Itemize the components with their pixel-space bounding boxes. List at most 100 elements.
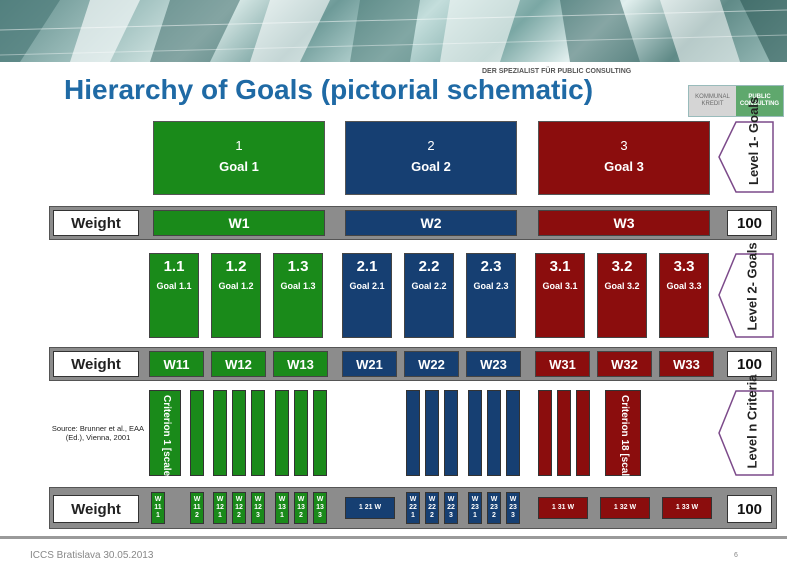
- goal-2-2-box: 2.2 Goal 2.2: [404, 253, 454, 338]
- weight-criterion: W 12 2: [232, 492, 246, 524]
- criterion-strip: [557, 390, 571, 476]
- goal-3-3-box: 3.3 Goal 3.3: [659, 253, 709, 338]
- weight-w31: W31: [535, 351, 590, 377]
- weight-criterion: W 11 2: [190, 492, 204, 524]
- goal-number: 2.2: [418, 258, 440, 275]
- weight-criterion: W 11 1: [151, 492, 165, 524]
- tagline: DER SPEZIALIST FÜR PUBLIC CONSULTING: [482, 68, 632, 75]
- footer-text: ICCS Bratislava 30.05.2013: [30, 550, 154, 561]
- level-n-arrow-shape: [718, 390, 774, 476]
- weight-criterion: W 23 3: [506, 492, 520, 524]
- goal-number: 3.1: [549, 258, 571, 275]
- criterion-strip: [213, 390, 227, 476]
- weight-total: 100: [727, 210, 772, 236]
- goal-1-3-box: 1.3 Goal 1.3: [273, 253, 323, 338]
- criterion-strip: [294, 390, 308, 476]
- criterion-strip: [251, 390, 265, 476]
- criterion-strip: [576, 390, 590, 476]
- criterion-strip: [313, 390, 327, 476]
- goal-label: Goal 3.2: [604, 281, 640, 291]
- level-2-arrow-shape: [718, 253, 774, 338]
- weight-w13: W13: [273, 351, 328, 377]
- criterion-strip: [425, 390, 439, 476]
- goal-2-1-box: 2.1 Goal 2.1: [342, 253, 392, 338]
- goal-label: Goal 1.2: [218, 281, 254, 291]
- weight-w33: W33: [659, 351, 714, 377]
- goal-number: 1.3: [287, 258, 309, 275]
- weight-criterion: W 12 1: [213, 492, 227, 524]
- weight-criterion: 1 21 W: [345, 497, 395, 519]
- weight-w3: W3: [538, 210, 710, 236]
- criterion-strip: [275, 390, 289, 476]
- weight-criterion: W 12 3: [251, 492, 265, 524]
- goal-3-2-box: 3.2 Goal 3.2: [597, 253, 647, 338]
- goal-number: 3.2: [611, 258, 633, 275]
- goal-number: 3: [620, 138, 628, 153]
- weight-w1: W1: [153, 210, 325, 236]
- criterion-strip: [444, 390, 458, 476]
- criterion-strip: [190, 390, 204, 476]
- goal-number: 1: [235, 138, 243, 153]
- criterion-strip: [468, 390, 482, 476]
- weight-criterion: W 23 2: [487, 492, 501, 524]
- page-number: 6: [734, 552, 738, 559]
- goal-3-box: 3 Goal 3: [538, 121, 710, 195]
- weight-w22: W22: [404, 351, 459, 377]
- weight-criterion: W 13 1: [275, 492, 289, 524]
- level-2-label: Level 2- Goals: [744, 242, 760, 331]
- goal-label: Goal 2.1: [349, 281, 385, 291]
- goal-1-box: 1 Goal 1: [153, 121, 325, 195]
- goal-number: 2.3: [480, 258, 502, 275]
- weight-label: Weight: [53, 210, 139, 236]
- weight-w11: W11: [149, 351, 204, 377]
- goal-number: 2.1: [356, 258, 378, 275]
- criterion-strip: [506, 390, 520, 476]
- weight-total: 100: [727, 495, 772, 523]
- company-logo: KOMMUNAL KREDIT PUBLIC CONSULTING: [688, 85, 784, 117]
- banner-architecture-graphic: [0, 0, 787, 62]
- weight-criterion: W 23 1: [468, 492, 482, 524]
- weight-total: 100: [727, 351, 772, 377]
- goal-2-box: 2 Goal 2: [345, 121, 517, 195]
- weight-criterion: 1 33 W: [662, 497, 712, 519]
- goal-number: 1.2: [225, 258, 247, 275]
- goal-label: Goal 2.2: [411, 281, 447, 291]
- weight-criterion: W 22 2: [425, 492, 439, 524]
- goal-1-1-box: 1.1 Goal 1.1: [149, 253, 199, 338]
- goal-number: 1.1: [163, 258, 185, 275]
- level-1-label: Level 1- Goals: [746, 96, 761, 185]
- weight-label: Weight: [53, 351, 139, 377]
- weight-criterion: W 13 3: [313, 492, 327, 524]
- weight-w21: W21: [342, 351, 397, 377]
- weight-label: Weight: [53, 495, 139, 523]
- goal-2-3-box: 2.3 Goal 2.3: [466, 253, 516, 338]
- goal-label: Goal 3.1: [542, 281, 578, 291]
- criterion-1-label: Criterion 1 [scale unit]: [161, 395, 172, 501]
- goal-1-2-box: 1.2 Goal 1.2: [211, 253, 261, 338]
- weight-w32: W32: [597, 351, 652, 377]
- goal-3-1-box: 3.1 Goal 3.1: [535, 253, 585, 338]
- goal-number: 3.3: [673, 258, 695, 275]
- weight-w23: W23: [466, 351, 521, 377]
- criterion-18-box: Criterion 18 [scale unit]: [605, 390, 641, 506]
- weight-criterion: W 22 1: [406, 492, 420, 524]
- criterion-strip: [406, 390, 420, 476]
- weight-w12: W12: [211, 351, 266, 377]
- logo-left: KOMMUNAL KREDIT: [689, 86, 736, 116]
- criterion-strip: [232, 390, 246, 476]
- logo-right: PUBLIC CONSULTING: [736, 86, 783, 116]
- footer-rule: [0, 536, 787, 539]
- source-note: Source: Brunner et al., EAA (Ed.), Vienn…: [51, 424, 145, 442]
- criterion-strip: [487, 390, 501, 476]
- weight-w2: W2: [345, 210, 517, 236]
- page-title: Hierarchy of Goals (pictorial schematic): [64, 74, 594, 105]
- weight-criterion: 1 31 W: [538, 497, 588, 519]
- goal-label: Goal 3: [604, 159, 644, 174]
- goal-number: 2: [427, 138, 435, 153]
- goal-label: Goal 2.3: [473, 281, 509, 291]
- weight-criterion: 1 32 W: [600, 497, 650, 519]
- level-n-label: Level n Criteria: [744, 374, 760, 469]
- goal-label: Goal 3.3: [666, 281, 702, 291]
- goal-label: Goal 2: [411, 159, 451, 174]
- goal-label: Goal 1: [219, 159, 259, 174]
